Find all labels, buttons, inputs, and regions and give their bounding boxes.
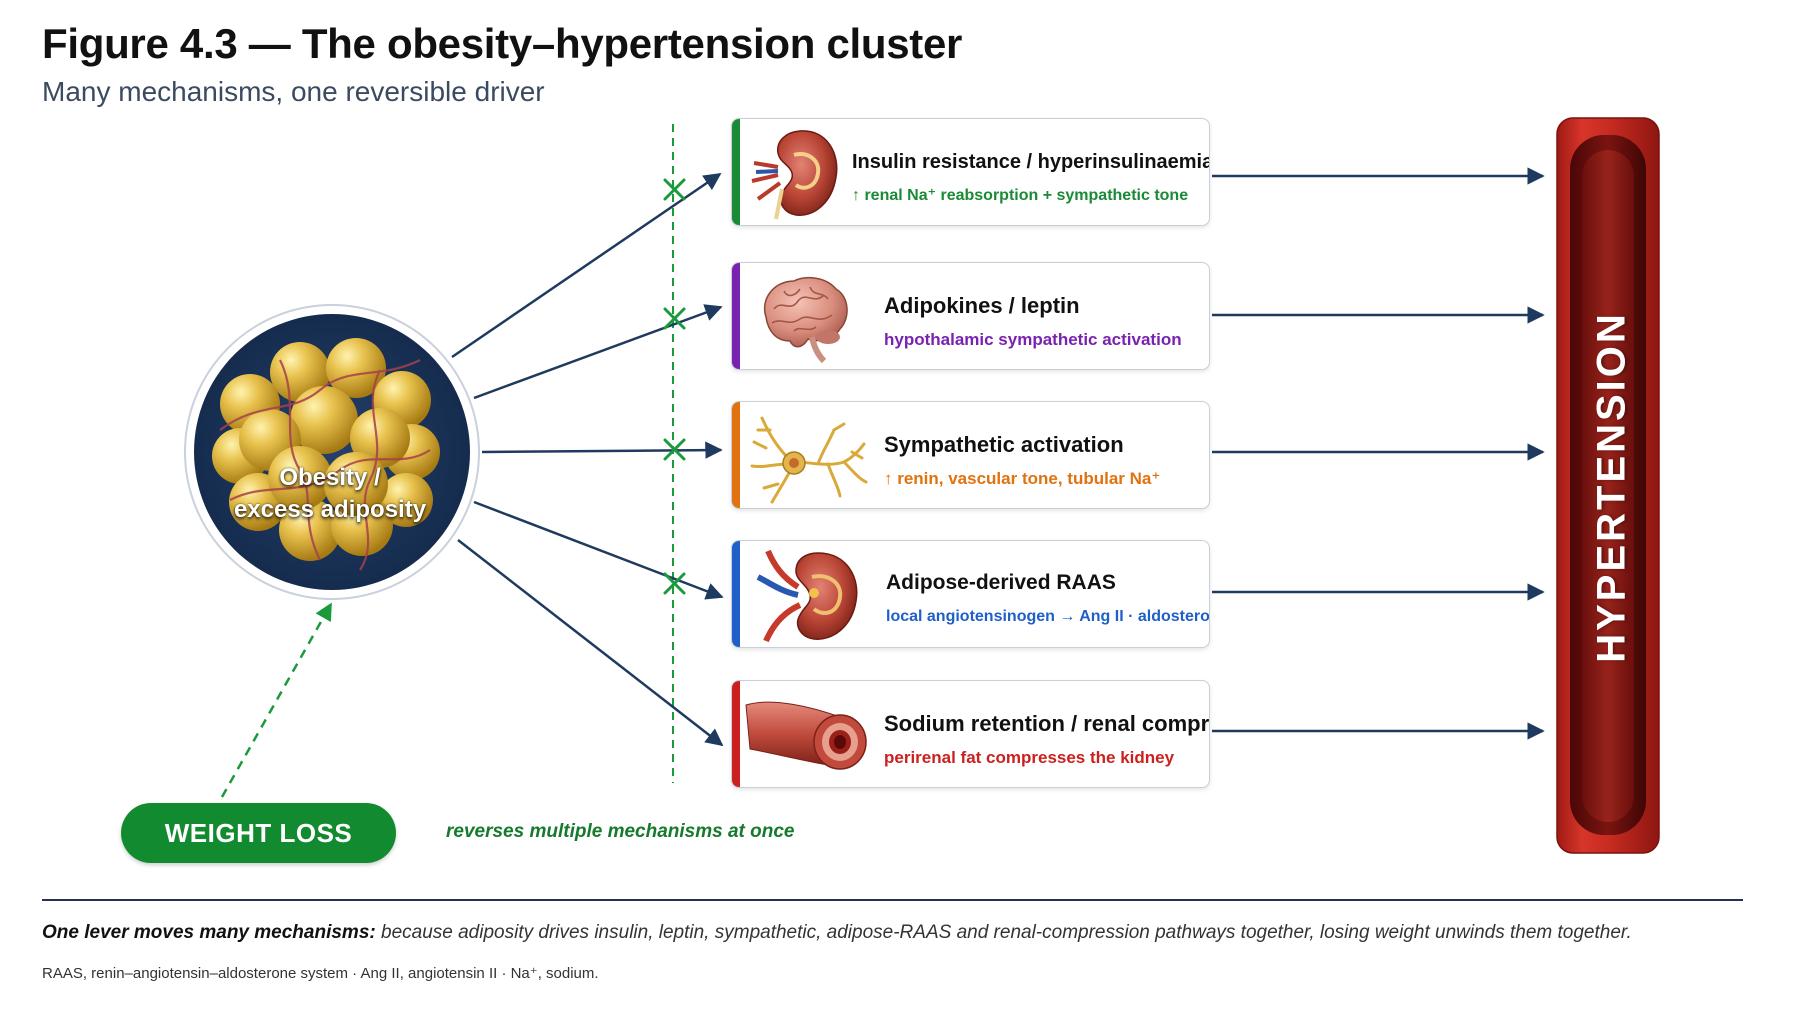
caption-text: because adiposity drives insulin, leptin… — [375, 922, 1632, 943]
mechanism-desc: ↑ renal Na⁺ reabsorption + sympathetic t… — [852, 187, 1189, 204]
figure-caption: One lever moves many mechanisms: because… — [42, 922, 1632, 944]
mechanism-card-insulin: Insulin resistance / hyperinsulinaemia ↑… — [731, 118, 1210, 226]
figure-title: Figure 4.3 — The obesity–hypertension cl… — [42, 20, 963, 67]
block-x-icon — [663, 572, 686, 595]
mechanism-card-sympathetic: Sympathetic activation ↑ renin, vascular… — [731, 401, 1210, 509]
mechanism-title: Insulin resistance / hyperinsulinaemia — [852, 151, 1210, 173]
obesity-node-label: Obesity / excess adiposity — [200, 462, 460, 526]
caption-lead: One lever moves many mechanisms: — [42, 922, 376, 943]
figure-footnote: RAAS, renin–angiotensin–aldosterone syst… — [42, 965, 599, 982]
vessel-icon — [745, 701, 867, 770]
arrow-to-mechanism-2 — [473, 304, 723, 400]
mechanism-card-sodium: Sodium retention / renal compression per… — [731, 680, 1210, 788]
arrow-to-mechanism-3 — [481, 441, 723, 459]
kidney-vessels-icon — [756, 549, 858, 643]
brain-icon — [763, 276, 848, 364]
block-x-icon — [663, 178, 686, 201]
arrow-to-mechanism-4 — [473, 500, 724, 600]
weight-loss-note: reverses multiple mechanisms at once — [446, 821, 795, 842]
caption-divider — [42, 899, 1743, 901]
mechanism-title: Adipokines / leptin — [884, 293, 1080, 318]
mechanism-title: Sodium retention / renal compression — [884, 711, 1210, 736]
mechanism-desc: perirenal fat compresses the kidney — [884, 748, 1175, 767]
mechanism-color-bar — [732, 263, 740, 369]
weight-loss-arrow — [220, 602, 333, 798]
mechanism-desc: hypothalamic sympathetic activation — [884, 330, 1182, 349]
mechanism-color-bar — [732, 681, 740, 787]
mechanism-desc: ↑ renin, vascular tone, tubular Na⁺ — [884, 469, 1161, 488]
arrow-to-mechanism-1 — [451, 172, 722, 359]
mechanism-color-bar — [732, 402, 740, 508]
mechanism-title: Adipose-derived RAAS — [886, 571, 1116, 594]
neuron-icon — [750, 416, 868, 504]
hypertension-vessel-image — [1556, 117, 1660, 854]
mechanism-color-bar — [732, 119, 740, 225]
kidney-icon — [751, 130, 838, 220]
pathway-arrows — [451, 172, 724, 747]
mechanism-card-adipokines: Adipokines / leptin hypothalamic sympath… — [731, 262, 1210, 370]
block-x-icon — [663, 438, 686, 461]
figure-subtitle: Many mechanisms, one reversible driver — [42, 76, 545, 107]
obesity-label-line1: Obesity / — [279, 464, 381, 491]
outcome-arrows — [1212, 167, 1545, 740]
hypertension-label: HYPERTENSION — [1589, 311, 1634, 663]
obesity-label-line2: excess adiposity — [233, 496, 427, 523]
block-markers — [663, 178, 686, 595]
block-x-icon — [663, 307, 686, 330]
arrow-to-mechanism-5 — [457, 539, 724, 747]
mechanism-card-raas: Adipose-derived RAAS local angiotensinog… — [731, 540, 1210, 648]
weight-loss-badge: WEIGHT LOSS — [121, 803, 396, 863]
obesity-node-image — [184, 304, 480, 600]
mechanism-desc: local angiotensinogen → Ang II · aldoste… — [886, 608, 1210, 625]
mechanism-title: Sympathetic activation — [884, 432, 1124, 457]
mechanism-color-bar — [732, 541, 740, 647]
